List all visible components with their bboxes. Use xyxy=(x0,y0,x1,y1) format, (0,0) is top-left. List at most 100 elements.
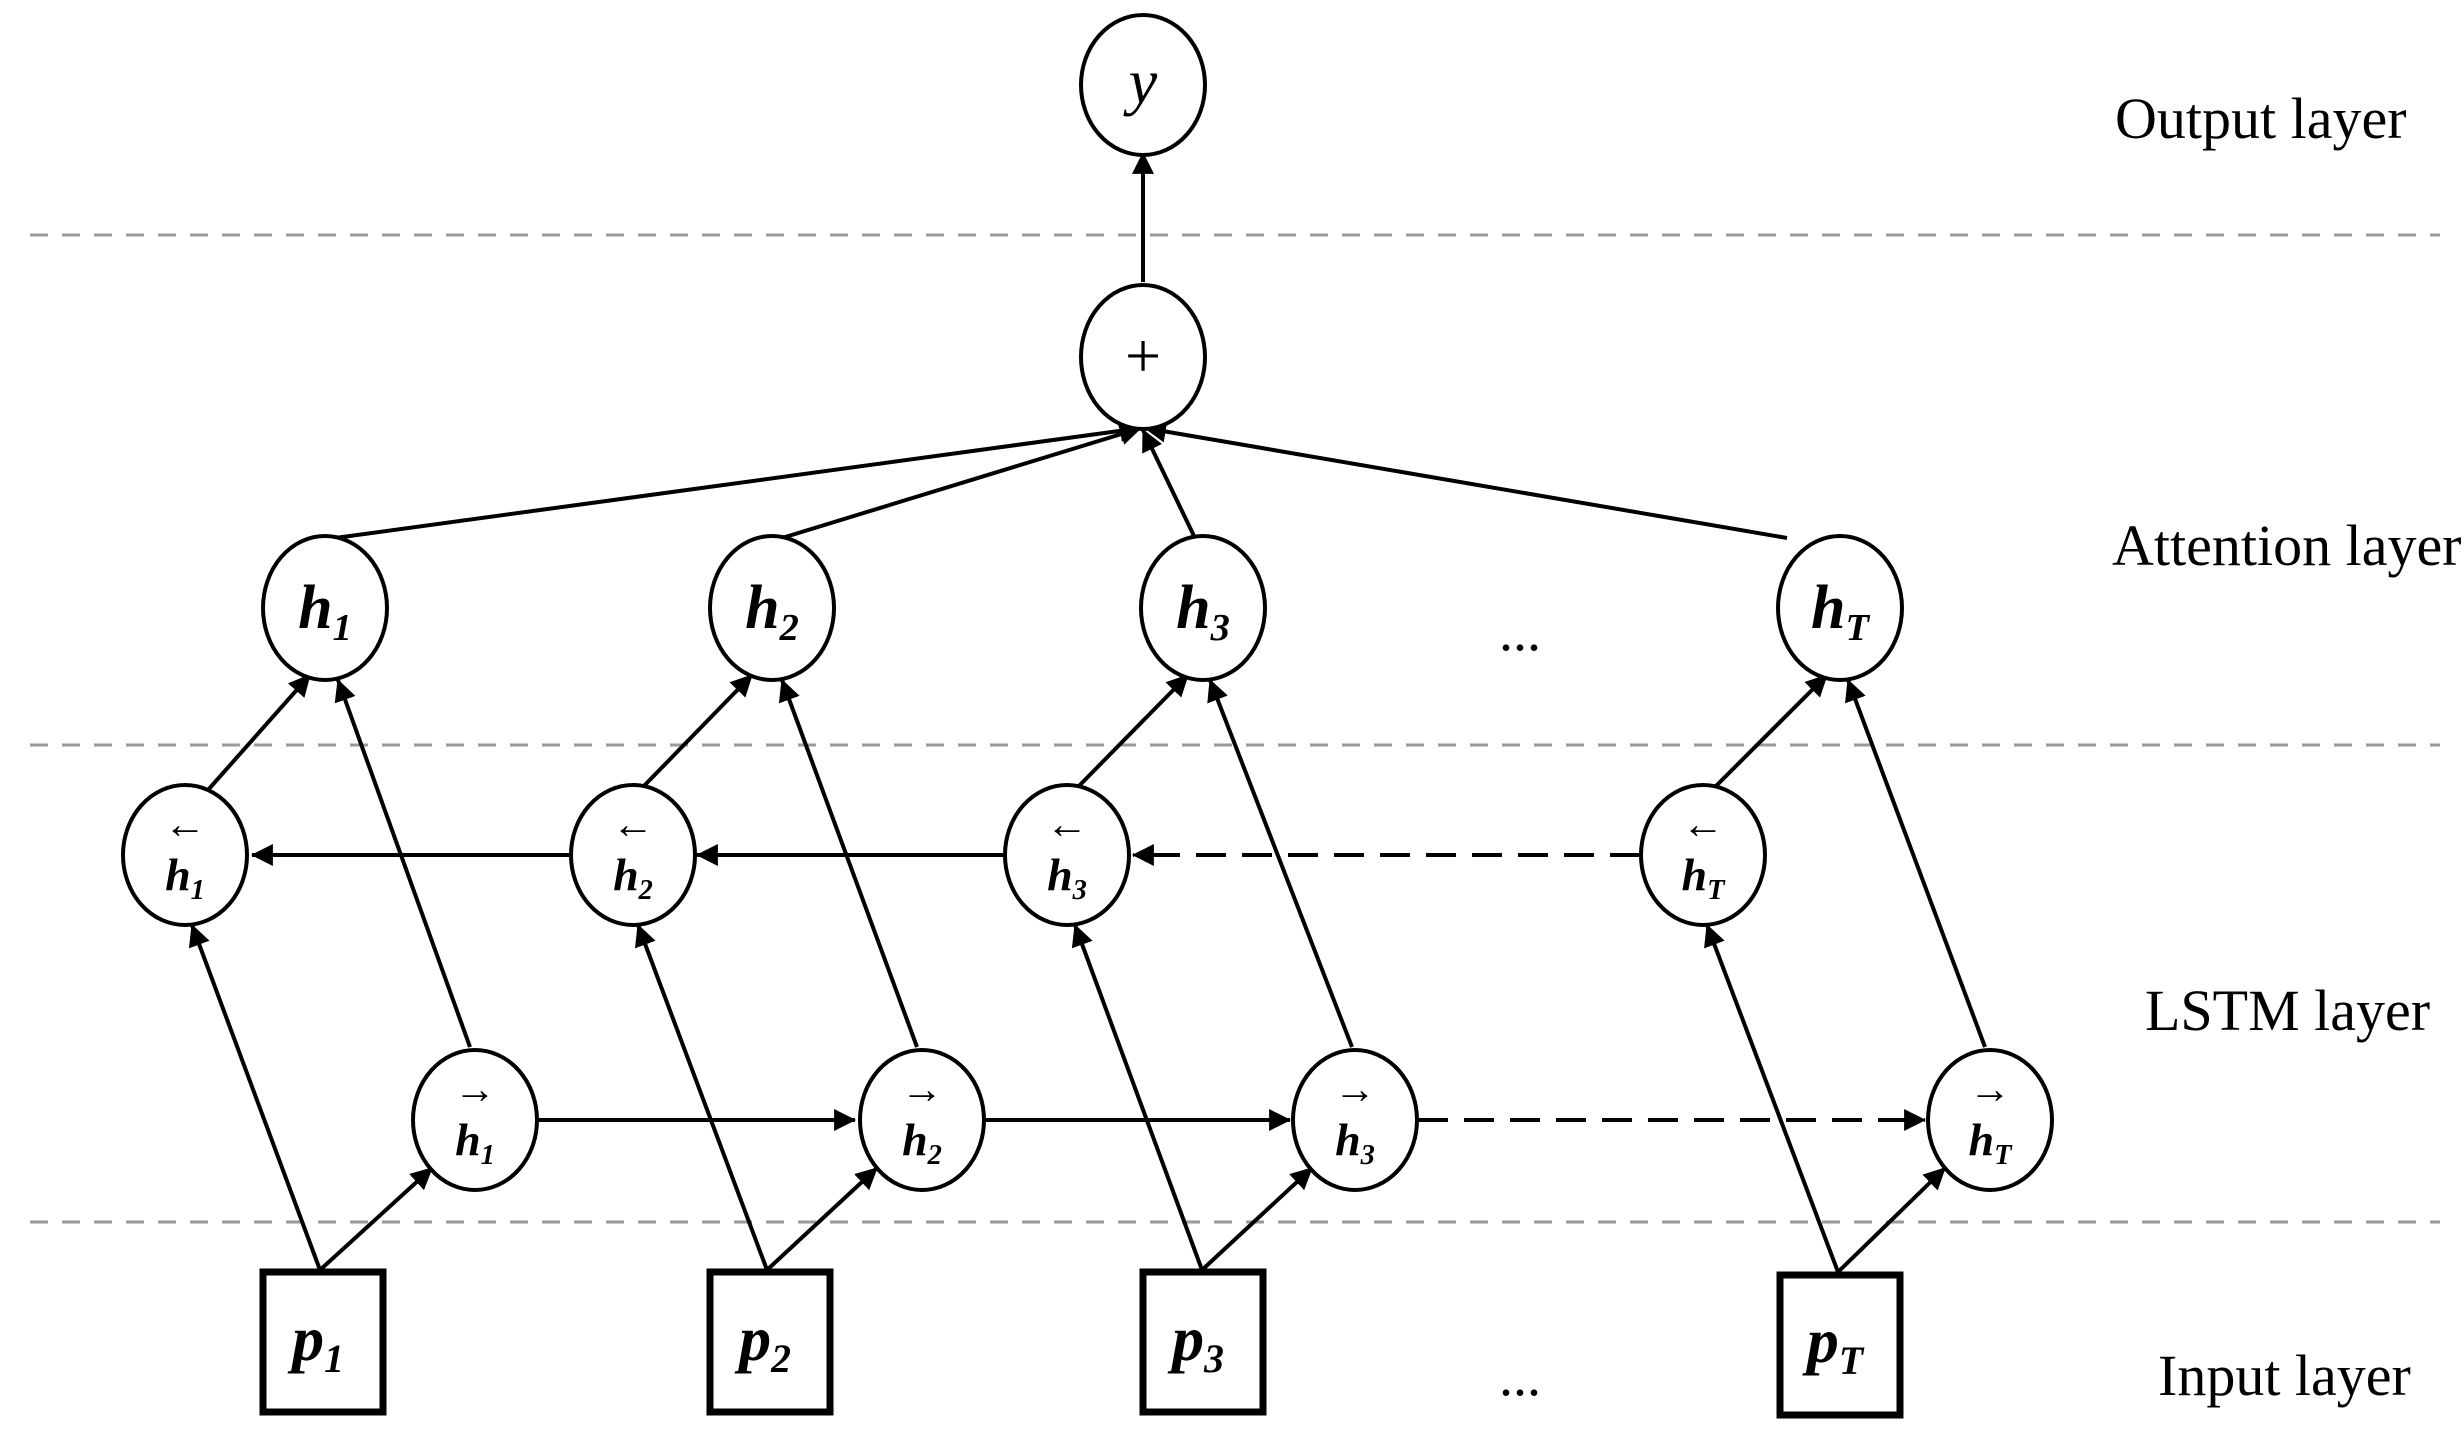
svg-text:h1: h1 xyxy=(455,1114,495,1171)
attention-node-2-base: h xyxy=(745,574,779,642)
edge-hT-to-sum xyxy=(1143,420,1788,540)
attention-ellipsis: ... xyxy=(1499,601,1541,663)
output-node-symbol: y xyxy=(1123,46,1158,117)
edge-fwd3-to-h3 xyxy=(1207,678,1354,1048)
backward-lstm-node-2-base: h xyxy=(613,849,639,900)
backward-lstm-node-3-arrow: ← xyxy=(1046,802,1088,848)
attention-node-2: h2 xyxy=(708,534,836,682)
backward-lstm-node-2: ← h2 xyxy=(569,783,697,927)
edge-p3-to-bwd3 xyxy=(1071,923,1204,1271)
input-node-T: pT xyxy=(1776,1271,1904,1419)
edge-fwdT-to-hT xyxy=(1845,678,1987,1048)
svg-text:h1: h1 xyxy=(298,574,352,649)
attention-node-1-sub: 1 xyxy=(333,607,352,649)
forward-lstm-node-T: → hT xyxy=(1926,1048,2054,1192)
backward-lstm-node-2-sub: 2 xyxy=(638,875,653,906)
forward-lstm-node-2-sub: 2 xyxy=(927,1140,942,1171)
forward-lstm-node-3-base: h xyxy=(1335,1114,1361,1165)
backward-lstm-node-T-arrow: ← xyxy=(1682,802,1724,848)
backward-lstm-node-3-base: h xyxy=(1047,849,1073,900)
backward-lstm-node-1: ← h1 xyxy=(121,783,249,927)
backward-lstm-node-3-sub: 3 xyxy=(1072,875,1087,906)
svg-text:hT: hT xyxy=(1968,1114,2013,1171)
svg-text:h1: h1 xyxy=(165,849,205,906)
backward-lstm-node-T-base: h xyxy=(1681,849,1707,900)
backward-lstm-node-1-arrow: ← xyxy=(164,802,206,848)
attention-node-T-base: h xyxy=(1811,574,1845,642)
backward-lstm-node-1-base: h xyxy=(165,849,191,900)
edge-bwd3-to-h3 xyxy=(1073,673,1190,792)
forward-lstm-node-2-arrow: → xyxy=(901,1067,943,1113)
edge-p1-to-fwd1 xyxy=(318,1166,434,1272)
forward-lstm-node-3: → h3 xyxy=(1291,1048,1419,1192)
attention-node-3-sub: 3 xyxy=(1210,607,1230,649)
attention-node-1: h1 xyxy=(261,534,389,682)
edge-p1-to-bwd1 xyxy=(188,923,322,1271)
output-node: y xyxy=(1079,13,1207,157)
edge-p3-to-fwd3 xyxy=(1200,1166,1314,1272)
backward-lstm-node-T-sub: T xyxy=(1707,875,1726,906)
attention-node-1-base: h xyxy=(298,574,332,642)
attention-node-T: hT xyxy=(1776,534,1904,682)
svg-text:h2: h2 xyxy=(902,1114,942,1171)
svg-text:p3: p3 xyxy=(1167,1303,1224,1381)
edge-bwd2-to-h2 xyxy=(638,673,754,792)
edge-h1-to-sum xyxy=(334,419,1143,540)
label-output-layer: Output layer xyxy=(2115,86,2407,151)
input-node-3-sub: 3 xyxy=(1203,1337,1224,1381)
backward-lstm-node-3: ← h3 xyxy=(1003,783,1131,927)
forward-lstm-node-T-arrow: → xyxy=(1969,1067,2011,1113)
forward-lstm-node-1: → h1 xyxy=(411,1048,539,1192)
edges xyxy=(188,151,1987,1274)
label-attention-layer: Attention layer xyxy=(2112,513,2462,578)
input-node-3: p3 xyxy=(1139,1268,1267,1416)
svg-text:hT: hT xyxy=(1811,574,1870,649)
svg-text:h3: h3 xyxy=(1047,849,1087,906)
edge-p2-to-bwd2 xyxy=(635,923,769,1271)
attention-node-3-base: h xyxy=(1176,574,1210,642)
forward-lstm-node-T-sub: T xyxy=(1994,1140,2013,1171)
input-node-T-base: p xyxy=(1802,1305,1839,1376)
svg-text:hT: hT xyxy=(1681,849,1726,906)
label-input-layer: Input layer xyxy=(2158,1343,2411,1408)
forward-lstm-node-1-sub: 1 xyxy=(481,1140,495,1171)
svg-text:p2: p2 xyxy=(734,1303,791,1381)
edge-bwdT-to-hT xyxy=(1710,673,1829,792)
attention-node-3: h3 xyxy=(1139,534,1267,682)
input-ellipsis: ... xyxy=(1499,1346,1541,1408)
forward-lstm-node-2-base: h xyxy=(902,1114,928,1165)
input-node-2-sub: 2 xyxy=(770,1337,791,1381)
edge-fwd2-to-h2 xyxy=(778,678,919,1048)
input-node-2: p2 xyxy=(706,1268,834,1416)
svg-text:h3: h3 xyxy=(1176,574,1230,649)
forward-lstm-node-3-arrow: → xyxy=(1334,1067,1376,1113)
input-node-1-sub: 1 xyxy=(324,1337,344,1381)
backward-lstm-node-1-sub: 1 xyxy=(191,875,205,906)
input-node-1-base: p xyxy=(287,1303,324,1374)
edge-h3-to-sum xyxy=(1141,429,1197,539)
edge-fwd1-to-h1 xyxy=(334,678,472,1048)
svg-text:p1: p1 xyxy=(287,1303,344,1381)
sum-node: + xyxy=(1079,283,1207,431)
edge-p2-to-fwd2 xyxy=(765,1166,879,1272)
backward-lstm-node-T: ← hT xyxy=(1639,783,1767,927)
forward-lstm-node-1-base: h xyxy=(455,1114,481,1165)
svg-text:h2: h2 xyxy=(745,574,799,649)
input-node-2-base: p xyxy=(734,1303,771,1374)
forward-lstm-node-T-base: h xyxy=(1968,1114,1994,1165)
sum-node-symbol: + xyxy=(1125,320,1161,391)
forward-lstm-node-3-sub: 3 xyxy=(1360,1140,1375,1171)
svg-text:h2: h2 xyxy=(613,849,653,906)
svg-text:pT: pT xyxy=(1802,1305,1865,1383)
backward-lstm-node-2-arrow: ← xyxy=(612,802,654,848)
attention-node-T-sub: T xyxy=(1846,607,1871,649)
input-node-T-sub: T xyxy=(1839,1339,1865,1383)
edge-h2-to-sum xyxy=(781,423,1143,540)
edge-pT-to-bwdT xyxy=(1704,923,1840,1273)
edge-pT-to-fwdT xyxy=(1836,1166,1947,1274)
edge-bwd1-to-h1 xyxy=(206,673,312,792)
forward-lstm-node-2: → h2 xyxy=(858,1048,986,1192)
input-node-1: p1 xyxy=(259,1268,387,1416)
forward-lstm-node-1-arrow: → xyxy=(454,1067,496,1113)
